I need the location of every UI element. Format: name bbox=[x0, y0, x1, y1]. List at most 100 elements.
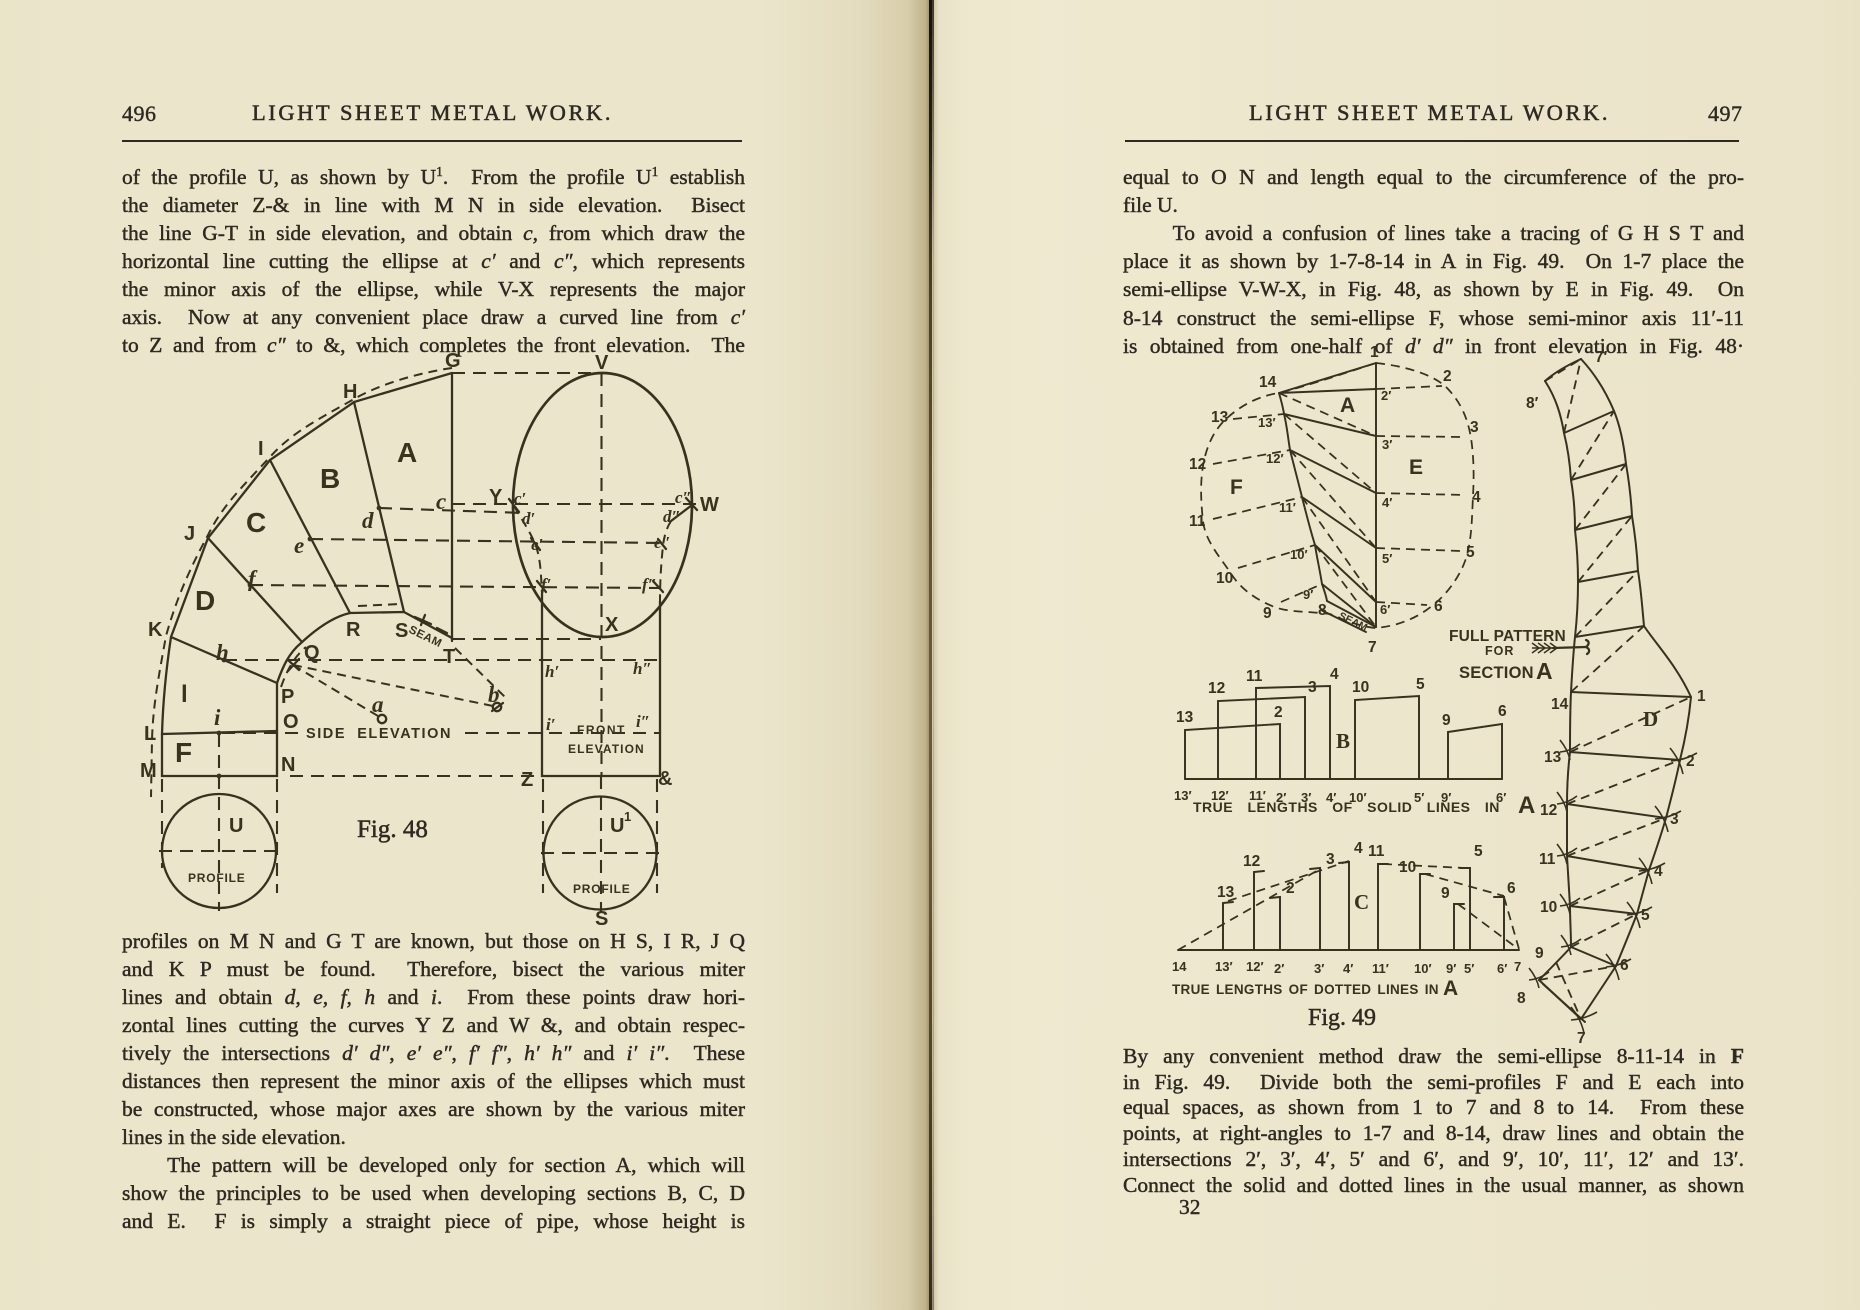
svg-text:K: K bbox=[148, 619, 163, 641]
svg-text:A: A bbox=[1536, 658, 1553, 684]
svg-text:SEAM: SEAM bbox=[1337, 610, 1370, 634]
svg-text:3′: 3′ bbox=[1314, 961, 1324, 976]
svg-text:A: A bbox=[1443, 977, 1458, 1000]
svg-text:9: 9 bbox=[1263, 605, 1272, 622]
svg-text:A: A bbox=[1340, 394, 1355, 417]
svg-text:R: R bbox=[346, 619, 361, 641]
svg-text:11: 11 bbox=[1368, 843, 1385, 860]
svg-text:A: A bbox=[1518, 792, 1535, 819]
svg-text:FOR: FOR bbox=[1485, 644, 1514, 658]
svg-text:TRUE LENGTHS OF SOLID LINES IN: TRUE LENGTHS OF SOLID LINES IN bbox=[1193, 799, 1500, 815]
svg-text:12: 12 bbox=[1243, 853, 1260, 870]
svg-text:10′: 10′ bbox=[1349, 790, 1367, 805]
svg-text:d: d bbox=[362, 508, 374, 533]
svg-text:11′: 11′ bbox=[1279, 500, 1296, 515]
svg-text:7: 7 bbox=[1514, 959, 1521, 974]
svg-text:12′: 12′ bbox=[1211, 788, 1229, 803]
svg-text:FULL PATTERN: FULL PATTERN bbox=[1449, 628, 1566, 645]
svg-text:10: 10 bbox=[1399, 859, 1416, 876]
svg-text:P: P bbox=[281, 686, 294, 708]
svg-text:14: 14 bbox=[1259, 374, 1277, 391]
svg-text:2′: 2′ bbox=[1381, 388, 1391, 403]
svg-text:3: 3 bbox=[1308, 679, 1317, 696]
svg-text:U: U bbox=[229, 815, 243, 837]
svg-text:C: C bbox=[1354, 890, 1369, 914]
svg-text:12: 12 bbox=[1540, 802, 1557, 819]
svg-text:i: i bbox=[214, 705, 221, 730]
svg-text:11′: 11′ bbox=[1372, 961, 1389, 976]
svg-text:FRONT: FRONT bbox=[577, 723, 626, 737]
svg-text:e″: e″ bbox=[654, 533, 671, 552]
svg-text:6: 6 bbox=[1620, 957, 1629, 974]
svg-text:2: 2 bbox=[1686, 753, 1695, 770]
svg-text:h′: h′ bbox=[545, 662, 559, 681]
svg-text:5: 5 bbox=[1466, 544, 1475, 561]
svg-text:13′: 13′ bbox=[1174, 788, 1192, 803]
svg-text:12′: 12′ bbox=[1246, 959, 1264, 974]
svg-text:f′: f′ bbox=[541, 575, 551, 594]
svg-text:C: C bbox=[246, 507, 266, 538]
svg-text:4: 4 bbox=[1472, 489, 1481, 506]
svg-text:M: M bbox=[140, 760, 157, 782]
svg-text:5: 5 bbox=[1641, 907, 1650, 924]
svg-text:SIDE ELEVATION: SIDE ELEVATION bbox=[306, 726, 452, 742]
svg-text:1: 1 bbox=[1697, 688, 1706, 705]
svg-text:A: A bbox=[397, 437, 417, 468]
svg-text:1: 1 bbox=[1370, 344, 1379, 361]
svg-text:i″: i″ bbox=[636, 712, 650, 731]
svg-text:5′: 5′ bbox=[1464, 961, 1474, 976]
svg-text:14: 14 bbox=[1172, 959, 1187, 974]
svg-text:10′: 10′ bbox=[1290, 547, 1308, 562]
svg-text:W: W bbox=[700, 494, 719, 516]
svg-text:Q: Q bbox=[304, 642, 320, 664]
svg-text:&: & bbox=[658, 768, 672, 790]
svg-text:h: h bbox=[216, 640, 229, 665]
svg-text:c″: c″ bbox=[675, 488, 692, 507]
svg-text:13: 13 bbox=[1217, 884, 1235, 901]
svg-text:1: 1 bbox=[624, 809, 631, 824]
svg-text:7′: 7′ bbox=[1595, 349, 1608, 366]
svg-text:7: 7 bbox=[1368, 639, 1377, 656]
svg-text:2: 2 bbox=[1443, 368, 1452, 385]
svg-text:13: 13 bbox=[1176, 709, 1194, 726]
svg-text:L: L bbox=[144, 723, 156, 745]
svg-text:3′: 3′ bbox=[1382, 437, 1392, 452]
svg-text:13: 13 bbox=[1211, 409, 1229, 426]
svg-text:a: a bbox=[372, 692, 384, 717]
svg-text:13′: 13′ bbox=[1258, 415, 1276, 430]
svg-text:2′: 2′ bbox=[1276, 790, 1286, 805]
svg-text:O: O bbox=[283, 711, 299, 733]
svg-text:B: B bbox=[1336, 729, 1350, 753]
svg-text:6: 6 bbox=[1507, 880, 1516, 897]
svg-text:D: D bbox=[195, 585, 215, 616]
svg-text:4′: 4′ bbox=[1382, 495, 1392, 510]
svg-text:9: 9 bbox=[1442, 712, 1451, 729]
svg-text:8: 8 bbox=[1517, 990, 1526, 1007]
svg-text:4: 4 bbox=[1354, 840, 1363, 857]
svg-text:6: 6 bbox=[1498, 703, 1507, 720]
svg-text:D: D bbox=[1643, 707, 1658, 731]
svg-text:X: X bbox=[605, 614, 619, 636]
svg-text:V: V bbox=[595, 352, 609, 374]
svg-text:13: 13 bbox=[1544, 749, 1562, 766]
svg-text:7: 7 bbox=[1577, 1030, 1586, 1047]
svg-text:3: 3 bbox=[1670, 811, 1679, 828]
svg-text:e: e bbox=[294, 533, 304, 558]
svg-text:4: 4 bbox=[1654, 863, 1663, 880]
svg-text:B: B bbox=[320, 463, 340, 494]
svg-text:11: 11 bbox=[1539, 851, 1556, 868]
svg-text:5: 5 bbox=[1416, 676, 1425, 693]
svg-text:10′: 10′ bbox=[1414, 961, 1432, 976]
svg-text:T: T bbox=[443, 646, 455, 668]
svg-text:8′: 8′ bbox=[1526, 395, 1539, 412]
svg-text:3: 3 bbox=[1470, 419, 1479, 436]
svg-text:10: 10 bbox=[1540, 899, 1557, 916]
svg-text:N: N bbox=[281, 754, 295, 776]
svg-text:11′: 11′ bbox=[1249, 788, 1266, 803]
svg-text:l: l bbox=[181, 681, 188, 708]
svg-text:PROFILE: PROFILE bbox=[188, 871, 246, 885]
svg-text:2′: 2′ bbox=[1274, 961, 1284, 976]
svg-text:5: 5 bbox=[1474, 843, 1483, 860]
svg-text:9′: 9′ bbox=[1303, 587, 1313, 602]
svg-text:13′: 13′ bbox=[1215, 959, 1233, 974]
